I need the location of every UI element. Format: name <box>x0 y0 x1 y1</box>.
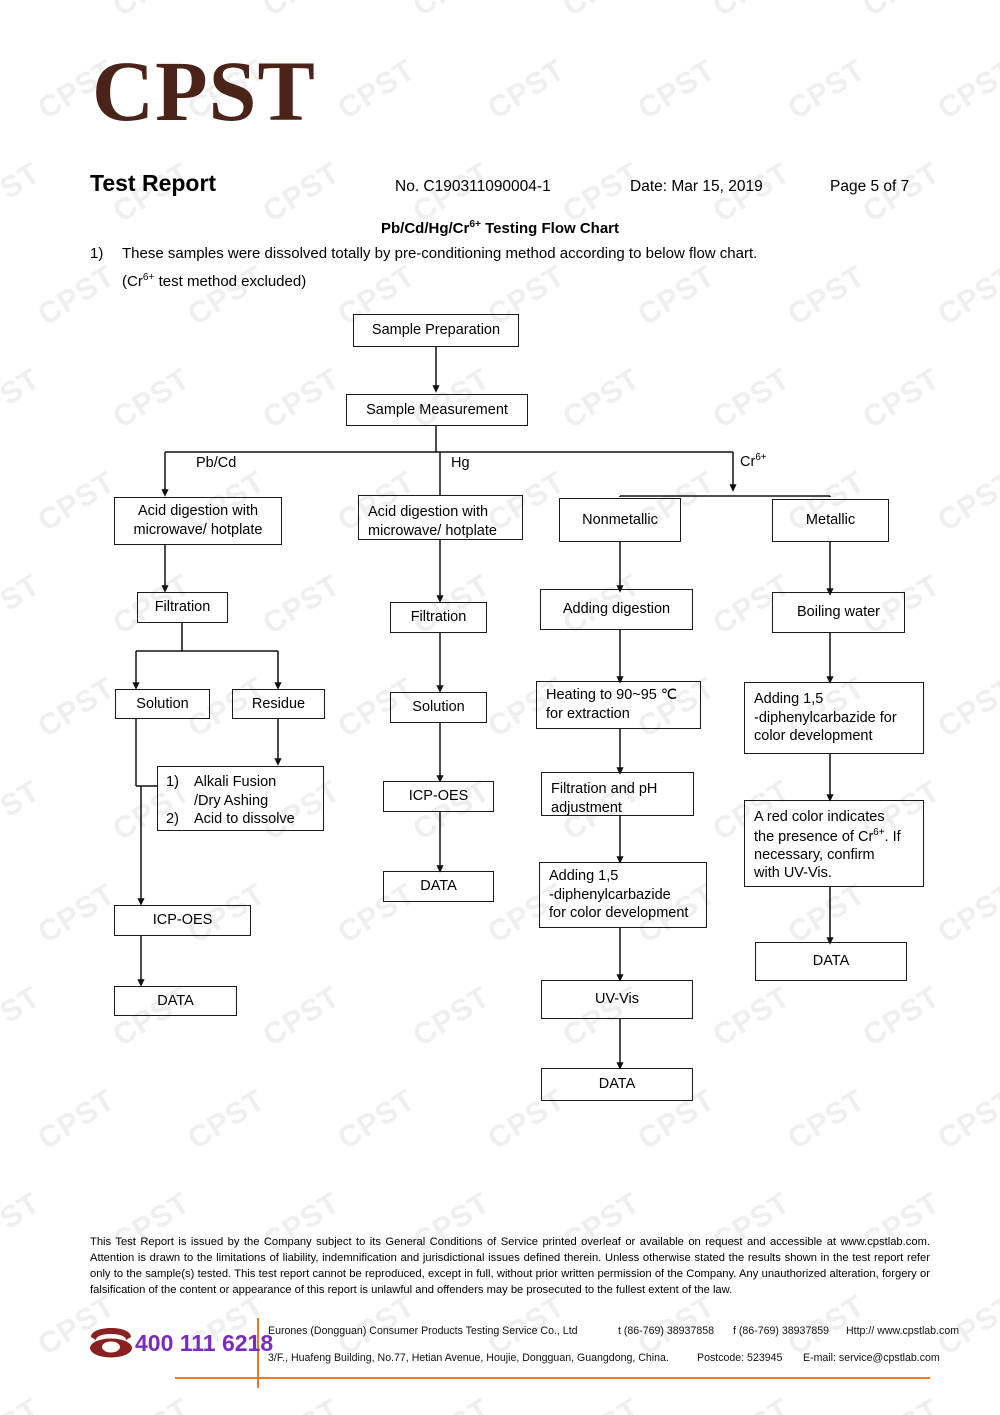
page-title: Test Report <box>90 170 217 196</box>
node-cr-heating-line1: Heating to 90~95 ℃ <box>546 687 678 704</box>
node-cr-red-color-line1: A red color indicates <box>754 809 885 825</box>
node-cr-metallic-adding-line2: -diphenylcarbazide for <box>754 709 897 726</box>
node-pbcd-solution-label: Solution <box>136 695 189 712</box>
node-hg-filtration-label: Filtration <box>410 609 467 626</box>
node-sample-preparation[interactable]: Sample Preparation <box>353 314 519 347</box>
node-cr-heating[interactable]: Heating to 90~95 ℃ for extraction <box>536 681 701 729</box>
node-pbcd-alkali-item1b-text: /Dry Ashing <box>194 792 269 809</box>
footer-vertical-divider <box>257 1318 259 1388</box>
node-hg-icp-oes-label: ICP-OES <box>408 788 469 805</box>
node-cr-red-color-line4: with UV-Vis. <box>754 865 832 882</box>
footer-fax: f (86-769) 38937859 <box>733 1325 830 1337</box>
node-cr-filtration-ph-line2: adjustment <box>551 799 622 816</box>
footer-horizontal-rule <box>175 1377 930 1379</box>
note-line-2-superscript: 6+ <box>142 272 155 283</box>
node-cr-red-color-indicator[interactable]: A red color indicates the presence of Cr… <box>744 800 924 887</box>
node-hg-acid-digestion[interactable]: Acid digestion with microwave/ hotplate <box>358 495 523 540</box>
node-cr-nonmetallic[interactable]: Nonmetallic <box>559 498 681 542</box>
node-cr-boiling-water-label: Boiling water <box>796 604 880 621</box>
node-cr-red-color-line2-superscript: 6+ <box>873 826 885 838</box>
branch-label-pbcd: Pb/Cd <box>196 455 237 471</box>
node-cr-adding-diphenylcarbazide-line2: -diphenylcarbazide <box>549 886 671 903</box>
node-pbcd-alkali-item2-number: 2) <box>166 811 179 828</box>
node-pbcd-filtration-label: Filtration <box>154 599 211 616</box>
note-line-2: (Cr6+ test method excluded) <box>122 272 306 290</box>
report-number: No. C190311090004-1 <box>395 178 551 195</box>
flow-chart-heading-pre: Pb/Cd/Hg/Cr <box>380 220 470 237</box>
node-hg-acid-digestion-line1: Acid digestion with <box>368 504 489 520</box>
branch-label-cr-pre: Cr <box>740 453 756 470</box>
node-pbcd-data-label: DATA <box>157 992 194 1009</box>
branch-label-hg: Hg <box>451 455 470 471</box>
report-date: Date: Mar 15, 2019 <box>630 178 763 195</box>
node-pbcd-acid-digestion-line2: microwave/ hotplate <box>133 522 263 538</box>
node-cr-adding-digestion-label: Adding digestion <box>562 601 671 618</box>
footer-phone-number: 400 111 6218 <box>135 1330 274 1356</box>
node-cr-adding-diphenylcarbazide-line3: for color development <box>549 905 689 922</box>
node-sample-preparation-label: Sample Preparation <box>371 322 501 339</box>
node-hg-data-label: DATA <box>420 878 457 895</box>
node-pbcd-acid-digestion-line1: Acid digestion with <box>137 503 259 520</box>
node-pbcd-filtration[interactable]: Filtration <box>137 592 228 623</box>
node-cr-red-color-line2-post: . If <box>884 828 901 845</box>
flow-chart-heading: Pb/Cd/Hg/Cr6+ Testing Flow Chart <box>0 219 1000 237</box>
telephone-icon <box>90 1328 132 1358</box>
flow-chart-heading-post: Testing Flow Chart <box>480 220 620 237</box>
node-cr-metallic-label: Metallic <box>805 512 856 529</box>
branch-label-cr-superscript: 6+ <box>755 452 767 463</box>
node-sample-measurement[interactable]: Sample Measurement <box>346 394 528 426</box>
node-cr-nonmetallic-label: Nonmetallic <box>582 511 658 528</box>
node-cr-metallic-data-label: DATA <box>812 953 850 970</box>
node-pbcd-alkali-fusion[interactable]: 1) Alkali Fusion /Dry Ashing 2) Acid to … <box>157 766 324 831</box>
node-cr-adding-diphenylcarbazide[interactable]: Adding 1,5 -diphenylcarbazide for color … <box>539 862 707 928</box>
node-cr-adding-diphenylcarbazide-line1: Adding 1,5 <box>549 868 619 885</box>
branch-label-cr: Cr6+ <box>740 452 767 470</box>
node-cr-filtration-ph[interactable]: Filtration and pH adjustment <box>541 772 694 816</box>
page-indicator: Page 5 of 7 <box>830 178 910 195</box>
node-pbcd-acid-digestion[interactable]: Acid digestion with microwave/ hotplate <box>114 497 282 545</box>
node-pbcd-alkali-item1-text: Alkali Fusion <box>194 774 277 790</box>
node-cr-metallic-adding-line3: color development <box>754 728 873 745</box>
node-cr-red-color-line3: necessary, confirm <box>754 846 875 863</box>
flow-chart-heading-superscript: 6+ <box>469 219 481 230</box>
node-pbcd-icp-oes[interactable]: ICP-OES <box>114 905 251 936</box>
node-pbcd-data[interactable]: DATA <box>114 986 237 1016</box>
note-line-2-post: test method excluded) <box>154 273 307 290</box>
footer-telephone: t (86-769) 38937858 <box>618 1325 715 1337</box>
node-cr-boiling-water[interactable]: Boiling water <box>772 592 905 633</box>
node-pbcd-alkali-item1-number: 1) <box>166 774 179 790</box>
note-line-2-pre: (Cr <box>122 273 143 290</box>
node-sample-measurement-label: Sample Measurement <box>366 401 508 418</box>
footer-company-name: Eurones (Dongguan) Consumer Products Tes… <box>268 1325 578 1337</box>
node-pbcd-alkali-item2-text: Acid to dissolve <box>194 811 295 828</box>
footer-address: 3/F., Huafeng Building, No.77, Hetian Av… <box>268 1352 669 1364</box>
node-cr-filtration-ph-line1: Filtration and pH <box>551 781 658 797</box>
node-cr-metallic-adding-diphenylcarbazide[interactable]: Adding 1,5 -diphenylcarbazide for color … <box>744 682 924 754</box>
note-line-1: These samples were dissolved totally by … <box>122 245 758 262</box>
node-pbcd-solution[interactable]: Solution <box>115 689 210 719</box>
node-cr-nonmetallic-data-label: DATA <box>598 1076 636 1093</box>
node-hg-solution-label: Solution <box>412 699 465 716</box>
node-cr-uv-vis-label: UV-Vis <box>594 991 640 1008</box>
cpst-logo: CPST <box>92 43 316 139</box>
node-hg-acid-digestion-line2: microwave/ hotplate <box>368 522 497 539</box>
node-cr-heating-line2: for extraction <box>546 706 630 722</box>
node-cr-red-color-line2-pre: the presence of Cr <box>754 828 874 845</box>
footer-postcode: Postcode: 523945 <box>697 1352 783 1364</box>
node-pbcd-residue-label: Residue <box>251 695 306 712</box>
note-number: 1) <box>90 245 104 262</box>
node-cr-metallic[interactable]: Metallic <box>772 499 889 542</box>
node-pbcd-icp-oes-label: ICP-OES <box>152 912 213 929</box>
disclaimer-text: This Test Report is issued by the Compan… <box>90 1236 930 1296</box>
node-cr-metallic-adding-line1: Adding 1,5 <box>754 691 824 708</box>
node-cr-red-color-line2: the presence of Cr6+. If <box>754 827 914 846</box>
footer-website[interactable]: Http:// www.cpstlab.com <box>846 1325 960 1337</box>
footer-email[interactable]: E-mail: service@cpstlab.com <box>803 1352 940 1364</box>
